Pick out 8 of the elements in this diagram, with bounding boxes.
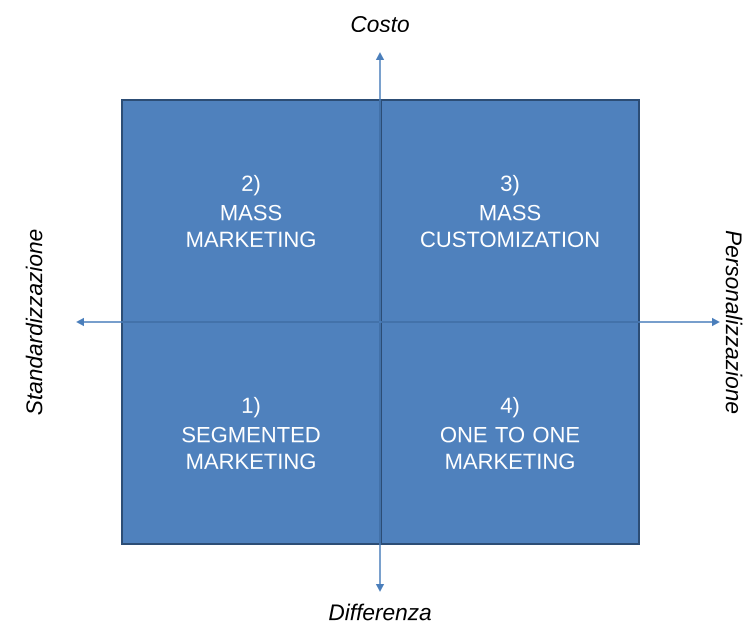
axis-label: Differenza xyxy=(329,604,431,620)
quadrant-box: 2) MASS MARKETING xyxy=(121,99,381,323)
quadrant-box: 3) MASS CUSTOMIZATION xyxy=(380,99,640,323)
axis-label: Standardizzazione xyxy=(26,230,42,415)
quadrant-box: 4) ONE TO ONE MARKETING xyxy=(380,321,640,545)
quadrant-box: 1) SEGMENTED MARKETING xyxy=(121,321,381,545)
axis-label: Personalizzazione xyxy=(726,230,742,414)
axis-label: Costo xyxy=(352,16,409,32)
